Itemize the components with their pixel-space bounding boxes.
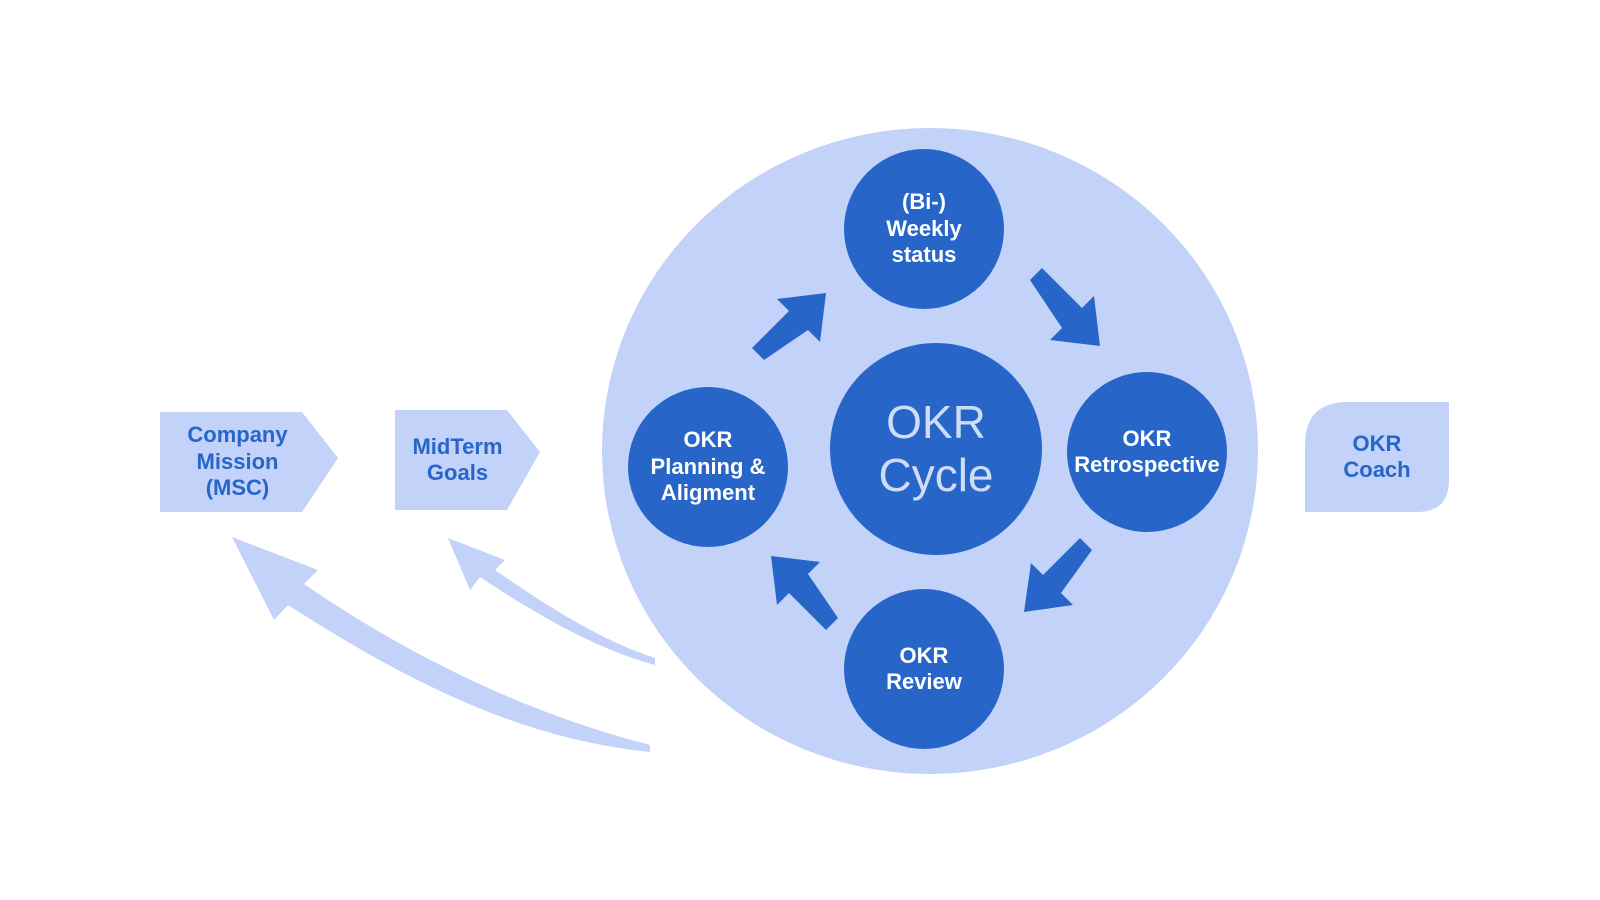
feedback-arrow-to-midterm-goals bbox=[448, 538, 655, 665]
arrow-review-to-planning bbox=[771, 556, 838, 630]
feedback-arrow-to-company-mission bbox=[232, 537, 650, 752]
retrospective-label: OKR Retrospective bbox=[1074, 425, 1220, 477]
review-label: OKR Review bbox=[886, 642, 962, 694]
okr-cycle-center-circle bbox=[830, 343, 1042, 555]
review-circle bbox=[844, 589, 1004, 749]
planning-alignment-circle bbox=[628, 387, 788, 547]
feedback-arrows bbox=[232, 537, 655, 752]
company-mission-shape bbox=[160, 412, 338, 512]
arrow-status-to-retrospective bbox=[1030, 268, 1100, 346]
arrow-retrospective-to-review bbox=[1024, 538, 1092, 612]
cycle-arrows bbox=[752, 268, 1100, 630]
weekly-status-circle bbox=[844, 149, 1004, 309]
company-mission-label: Company Mission (MSC) bbox=[187, 422, 288, 501]
okr-coach-label: OKR Coach bbox=[1343, 430, 1411, 482]
arrow-planning-to-status bbox=[752, 293, 826, 360]
retrospective-circle bbox=[1067, 372, 1227, 532]
midterm-goals-shape bbox=[395, 410, 540, 510]
okr-cycle-center-label: OKR Cycle bbox=[878, 396, 994, 501]
midterm-goals-label: MidTerm Goals bbox=[412, 433, 503, 485]
okr-coach-shape bbox=[1305, 402, 1449, 512]
weekly-status-label: (Bi-) Weekly status bbox=[886, 189, 962, 268]
planning-alignment-label: OKR Planning & Aligment bbox=[650, 427, 766, 506]
